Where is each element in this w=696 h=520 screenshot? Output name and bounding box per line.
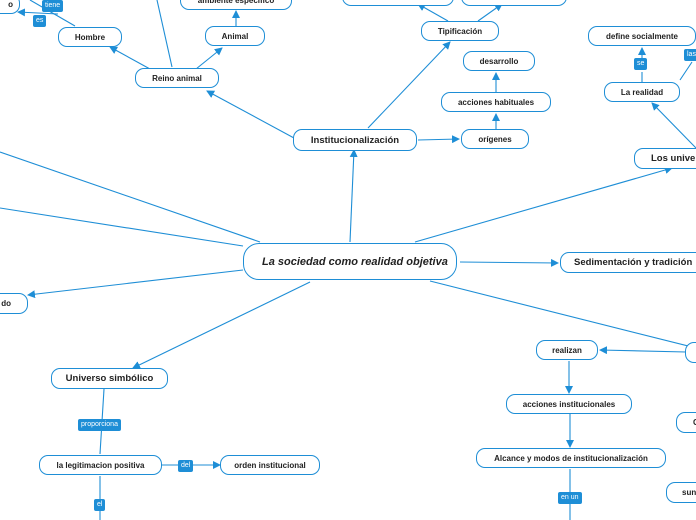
node-animal[interactable]: Animal [205,26,265,46]
node-alcance[interactable]: Alcance y modos de institucionalización [476,448,666,468]
node-ambiente-especifico[interactable]: ambiente específico [180,0,292,10]
node-realizan[interactable]: realizan [536,340,598,360]
link-las: las [684,49,696,61]
link-tiene: tiene [42,0,64,12]
node-orden-institucional[interactable]: orden institucional [220,455,320,475]
node-institucionalizacion[interactable]: Institucionalización [293,129,417,151]
node-right-c[interactable]: C [676,412,696,433]
node-top-partial-right[interactable] [461,0,567,6]
link-el: el [94,499,106,511]
link-es: es [33,15,47,27]
link-proporciona: proporciona [78,419,121,431]
node-hombre[interactable]: Hombre [58,27,122,47]
node-origenes[interactable]: orígenes [461,129,529,149]
node-desarrollo[interactable]: desarrollo [463,51,535,71]
node-right-sun[interactable]: sun [666,482,696,503]
node-reino-animal[interactable]: Reino animal [135,68,219,88]
link-en-un: en un [558,492,582,504]
node-define-socialmente[interactable]: define socialmente [588,26,696,46]
node-top-partial-left[interactable] [342,0,454,6]
node-right-partial[interactable] [685,342,696,363]
node-universo-simbolico[interactable]: Universo simbólico [51,368,168,389]
node-legitimacion[interactable]: la legitimacion positiva [39,455,162,475]
link-se: se [634,58,648,70]
node-acciones-habituales[interactable]: acciones habituales [441,92,551,112]
node-los-universos[interactable]: Los univer [634,148,696,169]
center-node[interactable]: La sociedad como realidad objetiva [243,243,457,280]
node-la-realidad[interactable]: La realidad [604,82,680,102]
node-left-partial[interactable]: do [0,293,28,314]
node-sedimentacion[interactable]: Sedimentación y tradición [560,252,696,273]
node-tipificacion[interactable]: Tipificación [421,21,499,41]
node-partial-top-left[interactable]: o [0,0,20,14]
link-del: del [178,460,194,472]
center-node-label: La sociedad como realidad objetiva [262,255,448,268]
node-acciones-institucionales[interactable]: acciones institucionales [506,394,632,414]
